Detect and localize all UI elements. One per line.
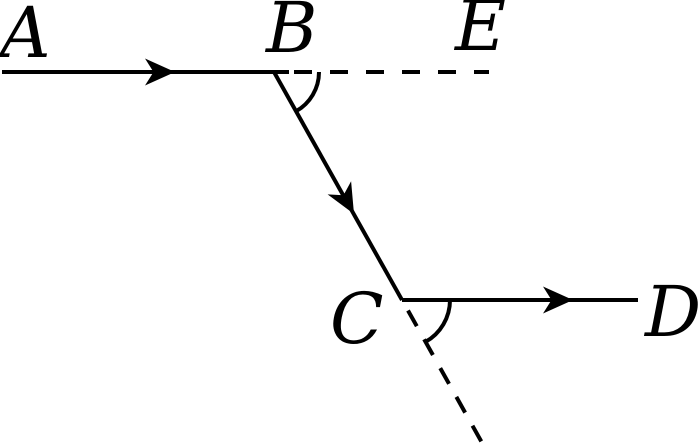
arrowhead-CD-icon <box>543 286 573 314</box>
point-label-c: C <box>330 278 384 360</box>
point-label-d: D <box>643 271 698 353</box>
arrowhead-BC-icon <box>327 181 354 214</box>
angle-arc-C <box>424 299 453 344</box>
arrowhead-AB-icon <box>145 58 175 86</box>
point-label-b: B <box>264 0 317 69</box>
dashed-extension-C <box>406 309 486 444</box>
point-label-a: A <box>0 0 51 74</box>
angle-arc-B <box>294 71 322 114</box>
segment-BC <box>272 71 404 301</box>
point-label-e: E <box>453 0 506 67</box>
